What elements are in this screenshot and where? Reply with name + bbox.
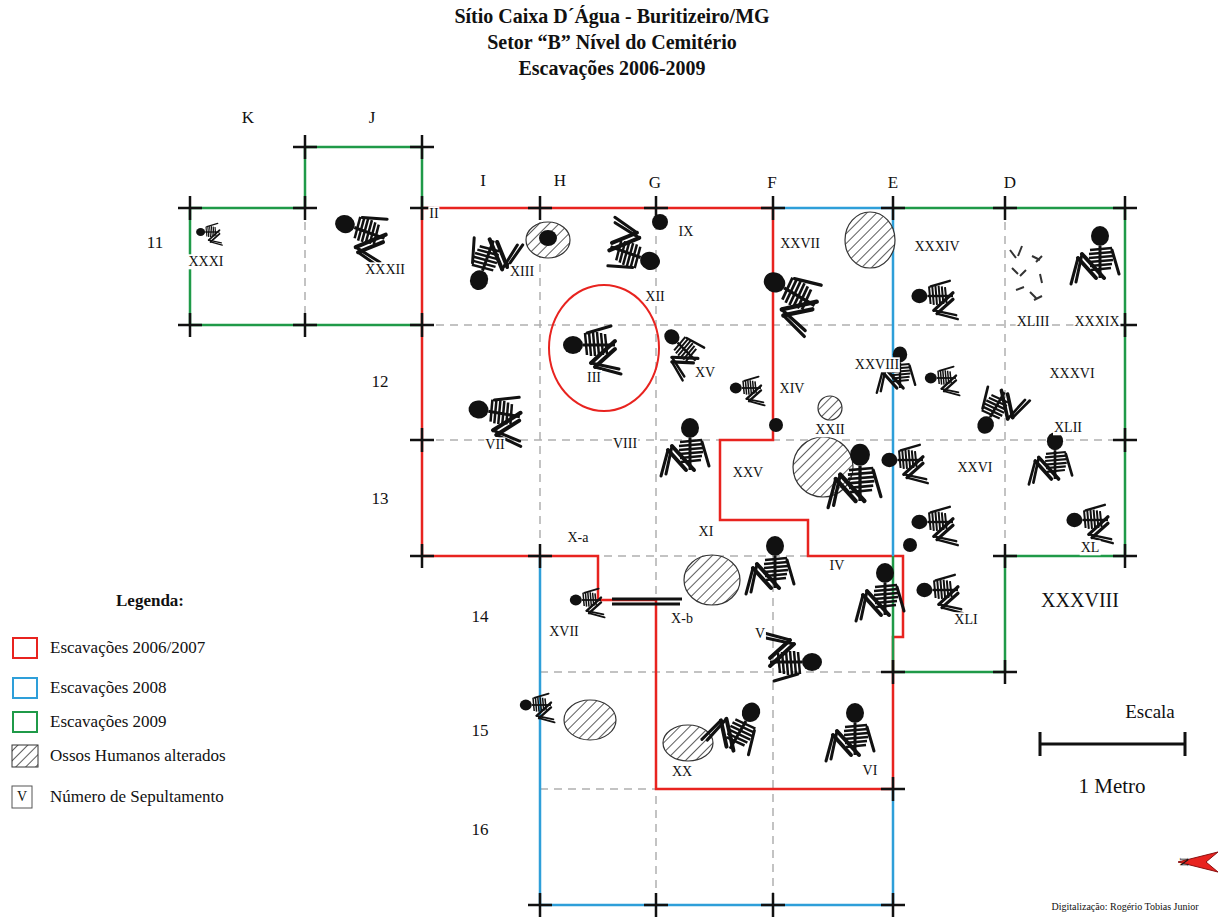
burial-number: XII xyxy=(644,289,665,304)
legend-text: Ossos Humanos alterados xyxy=(50,747,226,766)
credit-note: Digitalização: Rogério Tobias Junior xyxy=(1051,901,1198,912)
burial-number: VI xyxy=(862,763,879,778)
legend-text: Número de Sepultamento xyxy=(50,788,224,807)
column-letter: D xyxy=(1003,174,1017,193)
burial-number: XI xyxy=(698,524,715,539)
map-subtitle: Setor “B” Nível do Cemitério xyxy=(487,31,737,53)
highlight-ellipse: III xyxy=(548,284,660,412)
burial-number: XXVII xyxy=(779,236,821,251)
row-number: 12 xyxy=(371,373,390,392)
burial-number: VIII xyxy=(612,436,638,451)
burial-number: XXVI xyxy=(957,460,994,475)
row-number: 14 xyxy=(471,608,490,627)
burial-number: V xyxy=(754,626,766,641)
legend-swatch xyxy=(12,677,38,699)
legend-text: Escavações 2006/2007 xyxy=(50,639,205,658)
column-letter: I xyxy=(479,172,487,191)
legend-swatch xyxy=(12,637,38,659)
scale-value: 1 Metro xyxy=(1078,775,1145,798)
burial-number: II xyxy=(428,206,439,221)
burial-number: III xyxy=(586,370,602,385)
north-letter: N xyxy=(1177,857,1191,866)
burial-number: XLIII xyxy=(1016,314,1051,329)
burial-number: XV xyxy=(694,365,716,380)
column-letter: E xyxy=(887,174,899,193)
burial-number: XIV xyxy=(779,381,806,396)
burial-number: XLII xyxy=(1053,420,1083,435)
burial-number: XXVIII xyxy=(854,357,900,372)
burial-number: XLI xyxy=(953,612,978,627)
row-number: 11 xyxy=(146,234,164,253)
legend-text: Escavações 2009 xyxy=(50,713,167,732)
row-number: 16 xyxy=(471,821,490,840)
map-subtitle: Escavações 2006-2009 xyxy=(518,57,705,79)
legend-text: Escavações 2008 xyxy=(50,679,167,698)
column-letter: G xyxy=(648,174,662,193)
burial-number: XXXIV xyxy=(913,239,960,254)
scale-title: Escala xyxy=(1125,702,1175,723)
burial-number: XL xyxy=(1080,540,1101,555)
burial-number: XXXI xyxy=(188,254,225,269)
row-number: 13 xyxy=(371,490,390,509)
map-title: Sítio Caixa D´Água - Buritizeiro/MG xyxy=(454,5,769,27)
legend-heading: Legenda: xyxy=(116,592,184,611)
burial-number: XXXII xyxy=(364,262,406,277)
burial-number: XXXVI xyxy=(1048,366,1095,381)
burial-number: XXV xyxy=(732,465,764,480)
burial-number: XVII xyxy=(548,624,580,639)
burial-number: IX xyxy=(678,224,695,239)
row-number: 15 xyxy=(471,722,490,741)
burial-number: XX xyxy=(671,764,693,779)
burial-number: XXXIX xyxy=(1073,314,1120,329)
burial-number: XIII xyxy=(509,264,535,279)
column-letter: K xyxy=(241,109,255,128)
burial-number: IV xyxy=(829,558,846,573)
burial-number: XXII xyxy=(814,422,846,437)
burial-number: VII xyxy=(484,437,505,452)
legend-sample-number: V xyxy=(17,789,27,804)
burial-number: XXXVIII xyxy=(1040,589,1120,611)
column-letter: F xyxy=(766,174,777,193)
burial-number: X-a xyxy=(567,530,590,545)
legend-swatch xyxy=(12,711,38,733)
column-letter: H xyxy=(553,172,567,191)
burial-number: X-b xyxy=(670,611,694,626)
column-letter: J xyxy=(368,109,377,128)
